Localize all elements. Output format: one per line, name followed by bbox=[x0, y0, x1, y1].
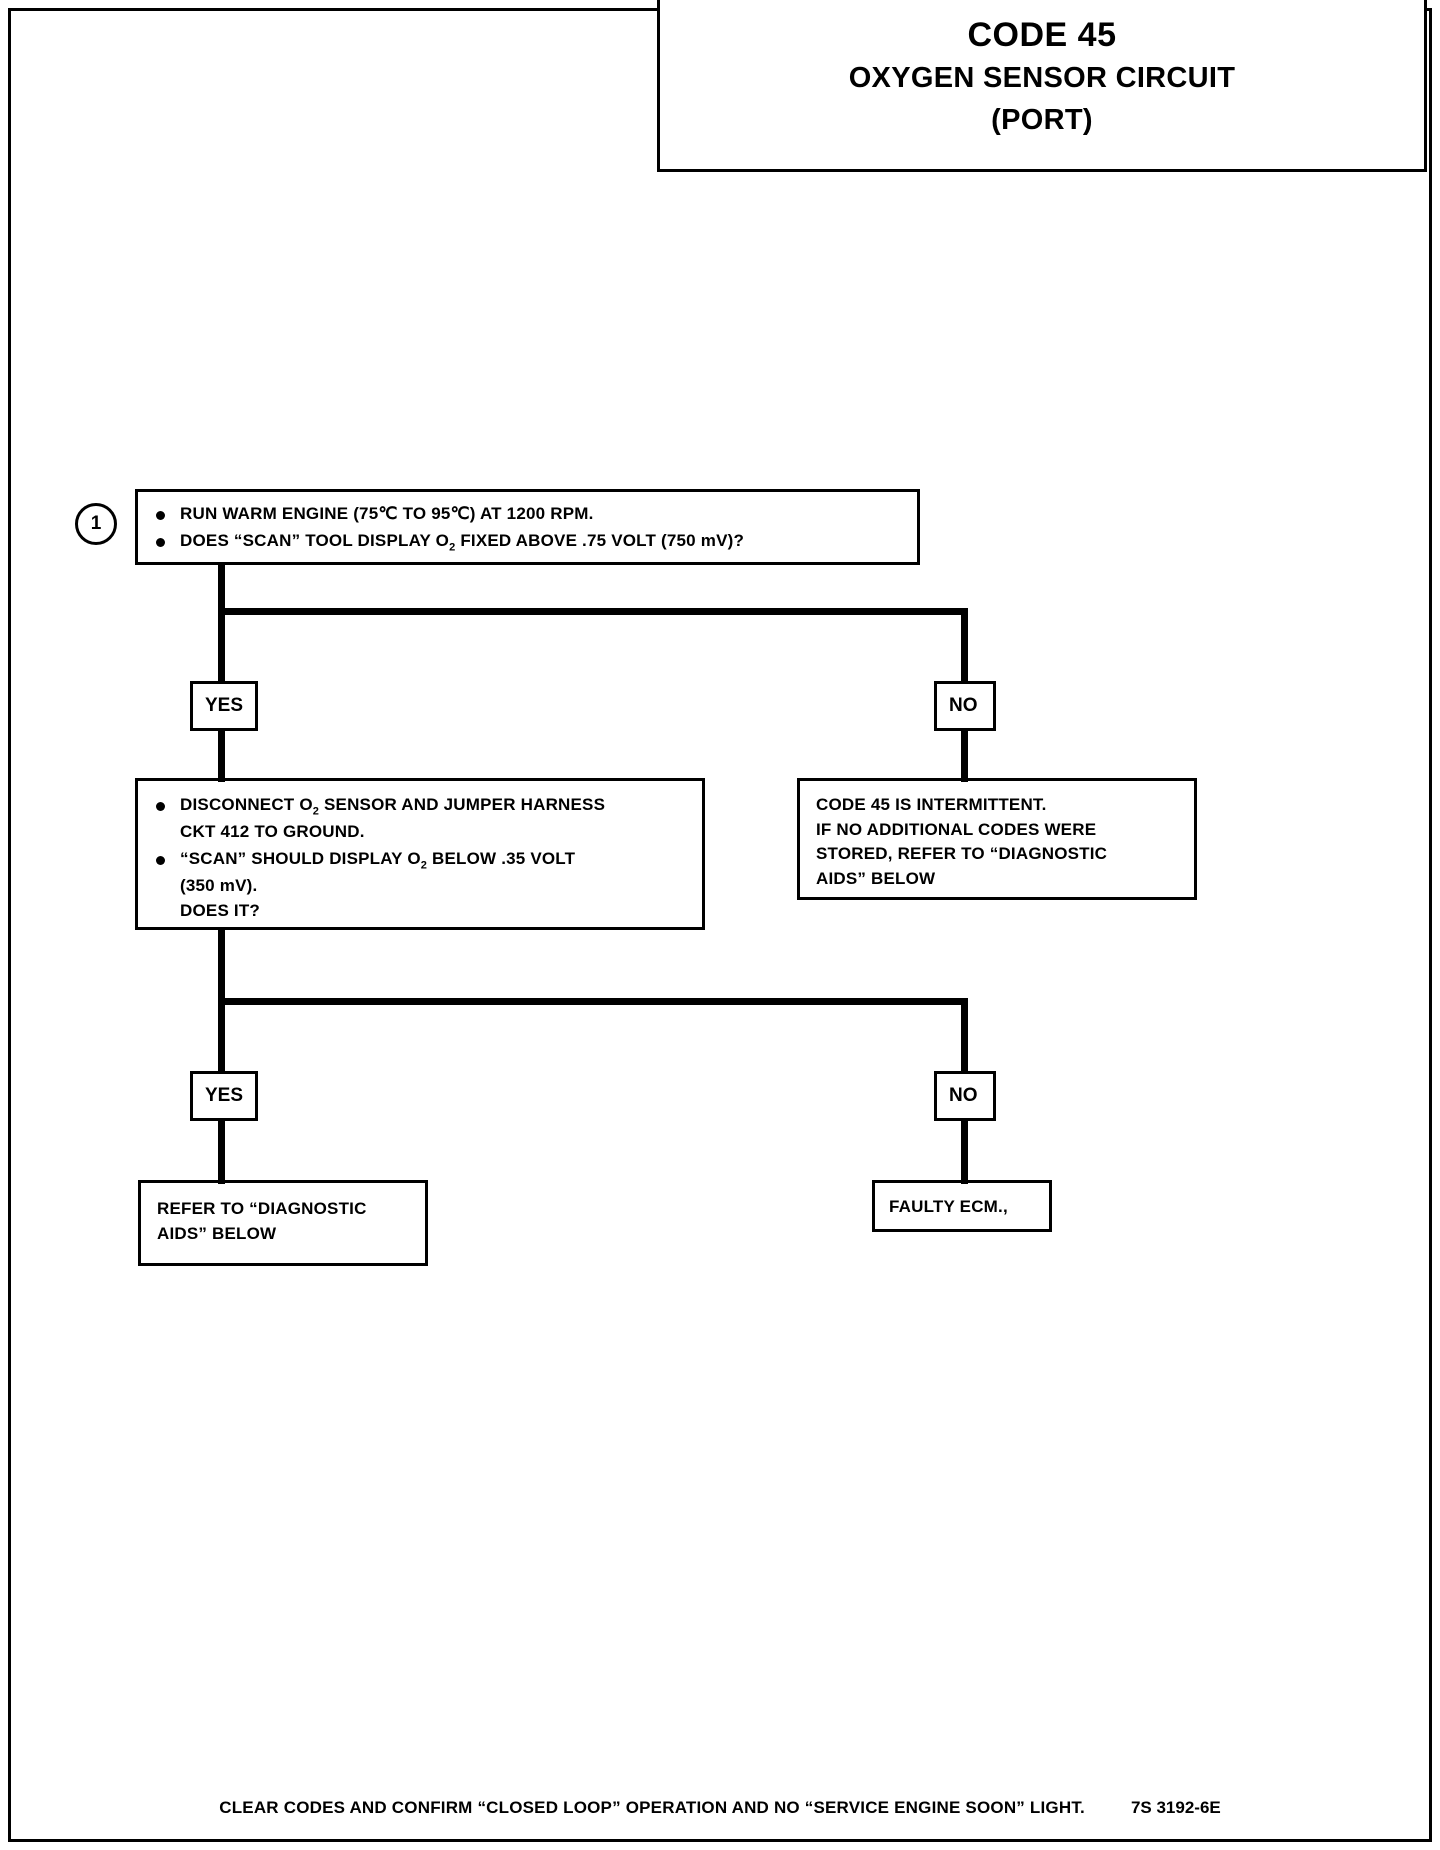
connector-step2-down bbox=[218, 928, 225, 1003]
step-2-bullet-1-post: SENSOR AND JUMPER HARNESS bbox=[319, 795, 606, 814]
step-number-1: 1 bbox=[75, 503, 117, 545]
connector-branch1-yes-leg bbox=[218, 608, 225, 686]
circuit-subtitle: OXYGEN SENSOR CIRCUIT bbox=[848, 62, 1236, 95]
intermittent-line-1: CODE 45 IS INTERMITTENT. bbox=[816, 795, 1047, 814]
branch-2-no-text: NO bbox=[949, 1085, 978, 1106]
connector-yes2-to-refer bbox=[218, 1116, 225, 1184]
connector-branch-1-bar bbox=[218, 608, 968, 615]
refer-line-1: REFER TO “DIAGNOSTIC bbox=[157, 1199, 367, 1218]
step-2-bullet-2-line2: (350 mV). bbox=[180, 876, 258, 896]
code-title: CODE 45 bbox=[967, 16, 1117, 54]
step-1-bullet-1: RUN WARM ENGINE (75℃ TO 95℃) AT 1200 RPM… bbox=[150, 502, 905, 527]
o2-subscript: 2 bbox=[420, 859, 428, 872]
step-1-box: RUN WARM ENGINE (75℃ TO 95℃) AT 1200 RPM… bbox=[135, 489, 920, 565]
header-title-box: CODE 45 OXYGEN SENSOR CIRCUIT (PORT) bbox=[657, 0, 1427, 172]
step-2-bullet-2: “SCAN” SHOULD DISPLAY O2 BELOW .35 VOLT … bbox=[150, 847, 690, 924]
step-2-box: DISCONNECT O2 SENSOR AND JUMPER HARNESS … bbox=[135, 778, 705, 930]
connector-no1-to-intermittent bbox=[961, 726, 968, 782]
branch-2-yes-label: YES bbox=[190, 1071, 258, 1121]
o2-subscript: 2 bbox=[449, 541, 456, 554]
step-1-bullet-1-text: RUN WARM ENGINE (75℃ TO 95℃) AT 1200 RPM… bbox=[180, 504, 594, 523]
connector-no2-to-faulty bbox=[961, 1116, 968, 1184]
o2-subscript: 2 bbox=[312, 805, 320, 818]
step-2-bullet-2-post: BELOW .35 VOLT bbox=[427, 848, 576, 868]
intermittent-result-box: CODE 45 IS INTERMITTENT. IF NO ADDITIONA… bbox=[797, 778, 1197, 900]
variant-label: (PORT) bbox=[991, 104, 1093, 137]
branch-2-yes-text: YES bbox=[205, 1085, 244, 1106]
step-1-bullet-2: DOES “SCAN” TOOL DISPLAY O2 FIXED ABOVE … bbox=[150, 529, 905, 556]
branch-1-no-text: NO bbox=[949, 695, 978, 716]
intermittent-line-2: IF NO ADDITIONAL CODES WERE bbox=[816, 819, 1097, 839]
refer-diagnostic-aids-box: REFER TO “DIAGNOSTIC AIDS” BELOW bbox=[138, 1180, 428, 1266]
connector-step1-down bbox=[218, 565, 225, 613]
footer-doc-code: 7S 3192-6E bbox=[1130, 1798, 1221, 1817]
connector-branch2-yes-leg bbox=[218, 998, 225, 1076]
intermittent-line-3: STORED, REFER TO “DIAGNOSTIC bbox=[816, 844, 1108, 864]
footer-note: CLEAR CODES AND CONFIRM “CLOSED LOOP” OP… bbox=[219, 1798, 1085, 1817]
branch-1-yes-text: YES bbox=[205, 695, 244, 716]
footer: CLEAR CODES AND CONFIRM “CLOSED LOOP” OP… bbox=[0, 1798, 1440, 1818]
step-2-bullet-2-line3: DOES IT? bbox=[180, 900, 260, 920]
branch-1-yes-label: YES bbox=[190, 681, 258, 731]
branch-1-no-label: NO bbox=[934, 681, 996, 731]
step-1-bullet-2-pre: DOES “SCAN” TOOL DISPLAY O bbox=[180, 530, 450, 550]
step-2-bullet-1-line2: CKT 412 TO GROUND. bbox=[180, 822, 365, 842]
step-1-bullet-2-post: FIXED ABOVE .75 VOLT (750 mV)? bbox=[455, 530, 745, 550]
step-2-bullet-1: DISCONNECT O2 SENSOR AND JUMPER HARNESS … bbox=[150, 793, 690, 845]
intermittent-line-4: AIDS” BELOW bbox=[816, 868, 936, 888]
faulty-ecm-box: FAULTY ECM., bbox=[872, 1180, 1052, 1232]
branch-2-no-label: NO bbox=[934, 1071, 996, 1121]
refer-line-2: AIDS” BELOW bbox=[157, 1223, 277, 1243]
step-number-1-label: 1 bbox=[90, 513, 102, 534]
step-2-bullet-2-pre: “SCAN” SHOULD DISPLAY O bbox=[180, 848, 421, 868]
connector-yes1-to-step2 bbox=[218, 726, 225, 782]
connector-branch1-no-leg bbox=[961, 608, 968, 686]
step-2-bullet-1-pre: DISCONNECT O bbox=[180, 795, 313, 814]
faulty-line-1: FAULTY ECM., bbox=[889, 1197, 1008, 1216]
connector-branch-2-bar bbox=[218, 998, 968, 1005]
connector-branch2-no-leg bbox=[961, 998, 968, 1076]
